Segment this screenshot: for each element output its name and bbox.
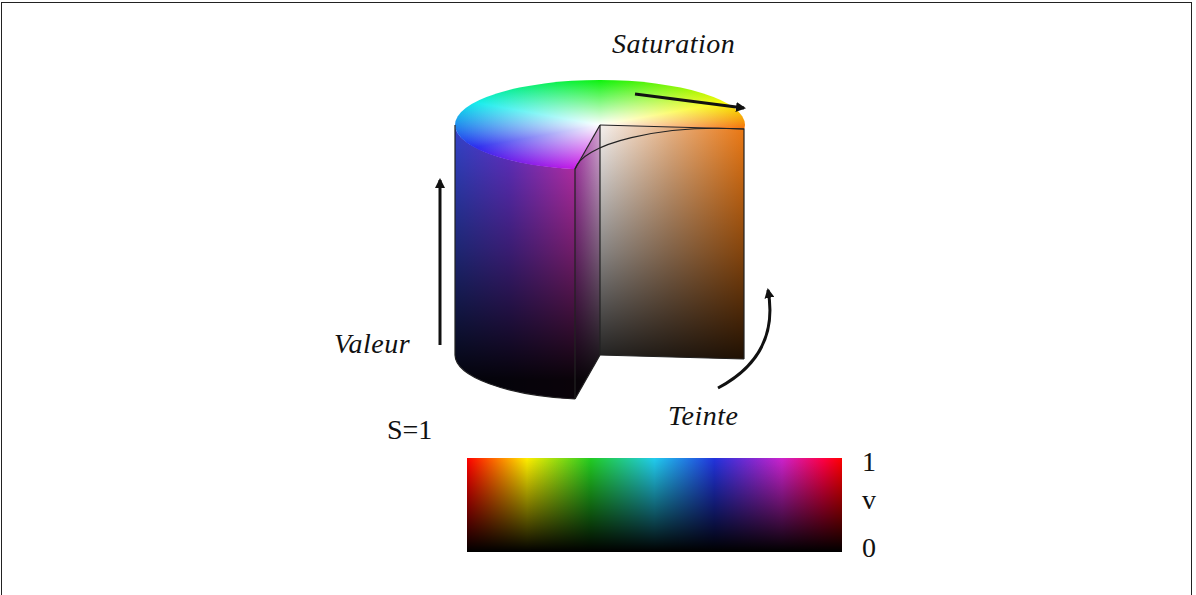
value-arrow xyxy=(439,180,442,345)
saturation-arrow xyxy=(635,94,744,108)
scale-value: 0 xyxy=(862,534,876,562)
hue-value-bar xyxy=(467,458,842,552)
scale-value: 1 xyxy=(862,448,876,476)
axis-label: Teinte xyxy=(668,402,738,430)
axis-label: Saturation xyxy=(612,30,735,58)
hue-arrow xyxy=(718,290,770,388)
axis-label: Valeur xyxy=(334,330,410,358)
parameter-label: S=1 xyxy=(387,416,432,444)
scale-value: v xyxy=(862,486,876,514)
